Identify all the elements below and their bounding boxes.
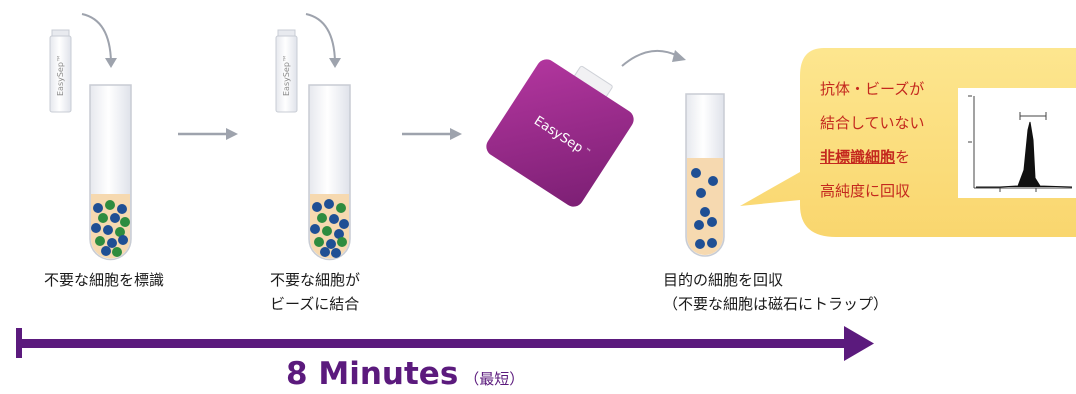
easysep-magnet: EasySep ™ [486,59,634,207]
step1-caption-line1: 不要な細胞を標識 [44,271,165,289]
step3-caption: 目的の細胞を回収 （不要な細胞は磁石にトラップ） [663,268,888,316]
tube-3 [685,93,725,257]
reagent-vial-1: EasySep™ [49,29,72,113]
magnet-arrowhead [672,50,686,62]
reagent-vial-2: EasySep™ [275,29,298,113]
timeline-label: 8 Minutes （最短） [286,356,524,392]
callout-emphasis: 非標識細胞 [820,148,896,166]
callout-line3-suffix: を [895,148,911,166]
step2-caption-line1: 不要な細胞が [270,271,361,289]
step-arrow-1 [178,128,238,140]
pour-arrow-1 [81,13,112,63]
timeline-note: （最短） [464,370,525,388]
timeline-arrow [16,326,874,361]
callout-line3: 非標識細胞を [820,140,925,174]
flow-histogram [958,88,1076,198]
callout-text: 抗体・ビーズが 結合していない 非標識細胞を 高純度に回収 [820,72,925,208]
pour-arrow-2 [305,13,336,63]
callout-line1: 抗体・ビーズが [820,80,925,98]
callout-line2: 結合していない [820,114,925,132]
step-arrow-2 [402,128,462,140]
step2-caption-line2: ビーズに結合 [270,295,360,313]
reagent-vial-label-2: EasySep™ [282,54,291,96]
reagent-vial-label-1: EasySep™ [56,54,65,96]
magnet-tm: ™ [583,147,592,156]
pour-arrowhead-2 [329,58,341,68]
tube-1 [89,84,132,261]
cells-mixed-1 [91,200,130,257]
tube-2 [308,84,351,261]
step3-caption-line2: （不要な細胞は磁石にトラップ） [663,295,889,313]
cells-target-3 [691,168,718,249]
pour-arrowhead-1 [105,58,117,68]
step3-caption-line1: 目的の細胞を回収 [663,271,784,289]
magnet-arrow [621,49,679,67]
step2-caption: 不要な細胞が ビーズに結合 [270,268,360,316]
cells-bead-bound-2 [310,199,349,258]
step1-caption: 不要な細胞を標識 [44,268,164,292]
callout-line4: 高純度に回収 [820,182,911,200]
timeline-value: 8 Minutes [286,356,459,392]
